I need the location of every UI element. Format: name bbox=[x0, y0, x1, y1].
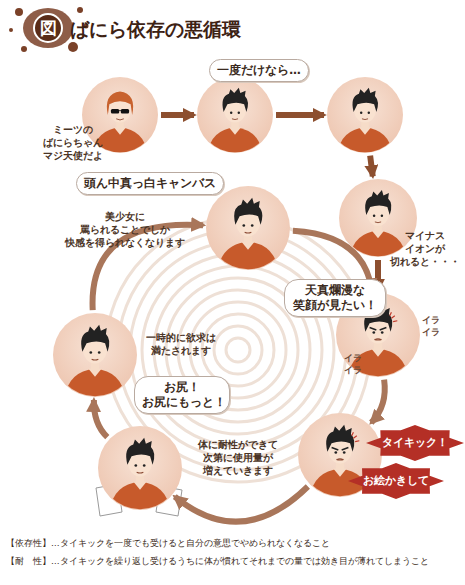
diagram-title: ばにら依存の悪循環 bbox=[70, 17, 241, 42]
person-circle bbox=[327, 77, 403, 153]
person-figure bbox=[110, 438, 170, 514]
flow-arrow bbox=[371, 380, 384, 423]
caption-text: 体に耐性ができて 次第に使用量が 増えていきます bbox=[190, 438, 286, 477]
circle-outline bbox=[53, 313, 137, 397]
irritation-mark: イラ イラ bbox=[420, 315, 442, 338]
speech-bubble: 頭ん中真っ白キャンバス bbox=[76, 172, 224, 195]
flow-arrow bbox=[161, 112, 194, 118]
figure-badge: 図 bbox=[33, 13, 63, 43]
shout-burst: お絵かきして bbox=[348, 463, 444, 499]
speech-bubble: お尻！ お尻にもっと！ bbox=[134, 376, 230, 414]
caption-text: ミーツの ばにらちゃん マジ天使だよ bbox=[37, 123, 109, 162]
flow-arrow bbox=[370, 156, 373, 177]
circle-outline bbox=[206, 186, 290, 270]
person-figure bbox=[218, 198, 278, 274]
flow-arrow bbox=[175, 487, 308, 522]
circle-outline bbox=[197, 77, 273, 153]
footnote: 【依存性】…タイキックを一度でも受けると自分の意思でやめられなくなること bbox=[6, 538, 330, 549]
circle-outline bbox=[98, 426, 182, 510]
circle-outline bbox=[327, 77, 403, 153]
person-circle: お尻！ お尻にもっと！体に耐性ができて 次第に使用量が 増えていきます bbox=[98, 426, 182, 510]
speech-bubble: 天真爛漫な 笑顔が見たい！ bbox=[284, 279, 386, 317]
flow-arrow bbox=[94, 400, 107, 437]
person-circle: マイナス イオンが 切れると・・・ bbox=[339, 179, 417, 257]
person-circle: 天真爛漫な 笑顔が見たい！イラ イライラ イラ bbox=[336, 293, 420, 377]
person-figure bbox=[208, 88, 263, 156]
person-circle: 一度だけなら… bbox=[197, 77, 273, 153]
caption-text: マイナス イオンが 切れると・・・ bbox=[389, 229, 461, 268]
person-circle: タイキック！お絵かきして bbox=[298, 413, 382, 497]
person-circle: 一時的に欲求は 満たされます bbox=[53, 313, 137, 397]
caption-text: 一時的に欲求は 満たされます bbox=[141, 331, 221, 357]
person-figure bbox=[338, 88, 393, 156]
person-figure bbox=[350, 190, 406, 260]
caption-text: 美少女に 罵られることでしか 快感を得られなくなります bbox=[61, 210, 189, 249]
person-figure bbox=[310, 425, 370, 501]
speech-bubble: 一度だけなら… bbox=[209, 59, 309, 82]
person-circle: ミーツの ばにらちゃん マジ天使だよ bbox=[82, 77, 158, 153]
footnote: 【耐 性】…タイキックを繰り返し受けるうちに体が慣れてそれまでの量では効き目が薄… bbox=[6, 556, 429, 567]
irritation-mark: イラ イラ bbox=[342, 353, 364, 376]
person-figure bbox=[65, 325, 125, 401]
person-circle: 頭ん中真っ白キャンバス美少女に 罵られることでしか 快感を得られなくなります bbox=[206, 186, 290, 270]
flow-arrow bbox=[276, 112, 324, 118]
shout-burst: タイキック！ bbox=[366, 425, 464, 461]
